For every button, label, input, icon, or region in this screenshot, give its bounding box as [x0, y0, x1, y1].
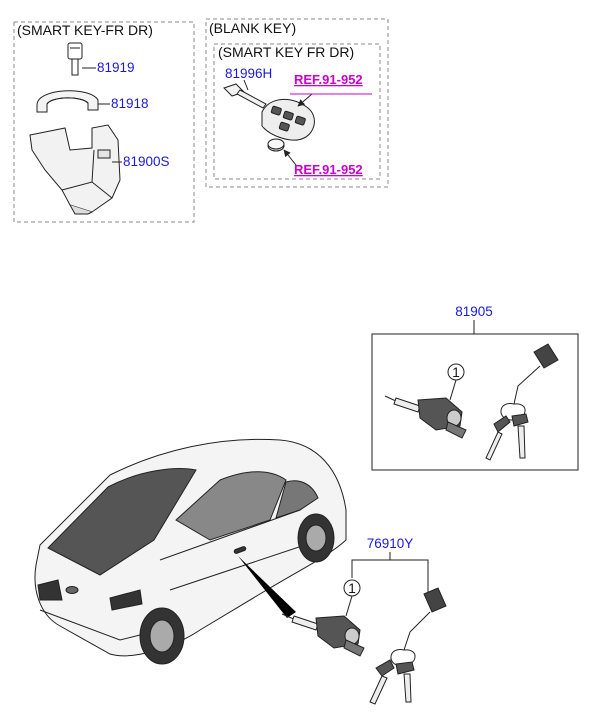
housing-81900s-drawing: [29, 124, 121, 215]
lock-set-callout: 1: [452, 365, 460, 380]
leader-ref-battery: [283, 149, 297, 166]
blade-key-81996h-drawing: [223, 83, 267, 109]
door-lock-cylinder-drawing: [281, 613, 365, 657]
blank-key-box-title: (BLANK KEY): [209, 20, 296, 36]
lock-set-callout-leader: [449, 379, 457, 401]
blank-key-group: (BLANK KEY) (SMART KEY FR DR) 81996H REF…: [205, 18, 389, 188]
blank-key-dashed-box: [205, 18, 389, 188]
blank-key-inner-title: (SMART KEY FR DR): [218, 44, 354, 60]
smart-key-fr-dr-group: (SMART KEY-FR DR) 81919 81918 81900S: [13, 21, 195, 223]
smart-key-dashed-box: [13, 21, 195, 223]
lock-set-81905-group: 81905 1: [371, 304, 579, 471]
door-lock-76910y-group: 76910Y 1: [281, 536, 447, 705]
leader-ref-fob: [297, 93, 313, 107]
door-lock-callout: 1: [348, 581, 356, 596]
door-lock-keys-drawing: [369, 587, 447, 705]
pin-81919-drawing: [67, 42, 83, 76]
part-number-76910y[interactable]: 76910Y: [367, 536, 414, 551]
leader-76910y-right: [390, 559, 429, 600]
part-number-81996h[interactable]: 81996H: [225, 66, 272, 81]
part-number-81905[interactable]: 81905: [455, 304, 493, 319]
clamp-81918-drawing: [36, 90, 99, 113]
part-number-81918[interactable]: 81918: [111, 96, 149, 111]
part-number-81919[interactable]: 81919: [97, 60, 135, 75]
smart-key-fob-drawing: [261, 99, 315, 141]
door-lock-pointer: [238, 556, 296, 618]
part-number-81900s[interactable]: 81900S: [123, 154, 170, 169]
smart-key-box-title: (SMART KEY-FR DR): [17, 22, 153, 38]
lock-cylinder-drawing: [384, 395, 467, 439]
car-drawing: [34, 438, 347, 665]
door-lock-callout-leader: [345, 595, 353, 617]
ref-fob-link[interactable]: REF.91-952: [294, 72, 363, 87]
leader-81996h: [243, 79, 249, 91]
battery-drawing: [267, 138, 285, 152]
smart-key-inner-dashed-box: [213, 43, 381, 180]
leader-76910y-left: [351, 552, 391, 578]
ref-battery-link[interactable]: REF.91-952: [294, 162, 363, 177]
lock-set-box: [371, 333, 579, 471]
lock-set-keys-drawing: [485, 343, 559, 461]
